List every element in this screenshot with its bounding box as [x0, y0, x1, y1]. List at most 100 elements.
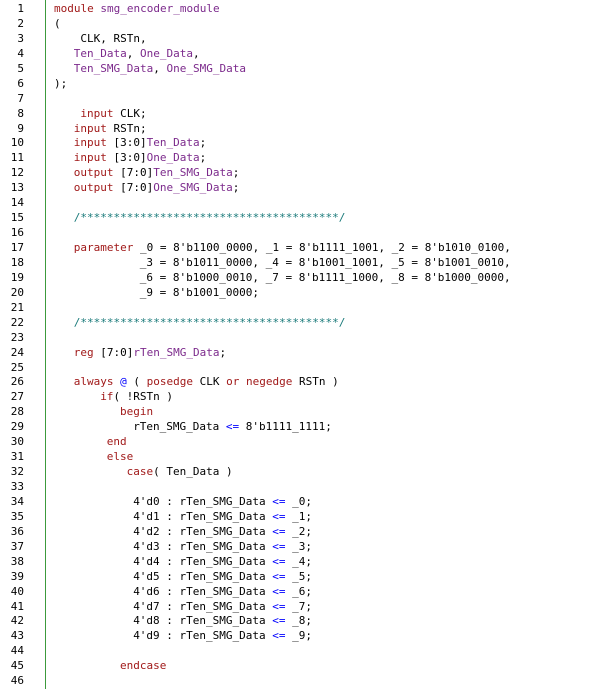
code-line[interactable]: 45 endcase: [0, 659, 604, 674]
line-text: always @ ( posedge CLK or negedge RSTn ): [74, 375, 339, 390]
code-token: Ten_SMG_Data: [153, 166, 233, 180]
code-token: CLK: [193, 375, 227, 389]
line-text: 4'd2 : rTen_SMG_Data <= _2;: [133, 525, 312, 540]
code-line[interactable]: 33: [0, 480, 604, 495]
line-text: 4'd3 : rTen_SMG_Data <= _3;: [133, 540, 312, 555]
code-line[interactable]: 16: [0, 226, 604, 241]
code-token: One_Data: [146, 151, 200, 165]
line-number: 13: [10, 181, 24, 195]
code-token: output: [73, 181, 114, 195]
code-token: RSTn;: [106, 121, 147, 135]
code-line[interactable]: 14: [0, 196, 604, 211]
code-token: 8'b1111_1111;: [239, 420, 332, 434]
code-token: RSTn ): [292, 375, 339, 389]
code-token: One_Data: [140, 46, 194, 60]
code-token: <=: [272, 599, 286, 613]
code-line[interactable]: 46: [0, 674, 604, 689]
line-number: 6: [17, 76, 24, 90]
code-line[interactable]: 22 /*************************************…: [0, 316, 604, 331]
code-line[interactable]: 25: [0, 361, 604, 376]
line-text: 4'd6 : rTen_SMG_Data <= _6;: [133, 585, 312, 600]
code-token: Ten_SMG_Data: [73, 61, 154, 75]
line-text: input RSTn;: [74, 122, 147, 137]
code-line[interactable]: 23: [0, 331, 604, 346]
line-number: 26: [10, 375, 24, 389]
line-text: output [7:0]Ten_SMG_Data;: [74, 166, 240, 181]
line-text: reg [7:0]rTen_SMG_Data;: [74, 346, 226, 361]
line-text: else: [107, 450, 134, 465]
code-token: module: [54, 2, 94, 15]
line-number: 4: [17, 46, 24, 60]
code-token: 4'd4 : rTen_SMG_Data: [133, 554, 273, 568]
code-line[interactable]: 19_6 = 8'b1000_0010, _7 = 8'b1111_1000, …: [0, 271, 604, 286]
line-text: /***************************************…: [74, 316, 346, 331]
line-number: 21: [10, 300, 24, 314]
code-token: _7;: [285, 599, 313, 613]
code-token: _1;: [285, 509, 313, 523]
code-line[interactable]: 26 always @ ( posedge CLK or negedge RSTn…: [0, 375, 604, 390]
code-line[interactable]: 18_3 = 8'b1011_0000, _4 = 8'b1001_1001, …: [0, 256, 604, 271]
code-token: <=: [272, 569, 286, 583]
line-text: case( Ten_Data ): [127, 465, 233, 480]
line-number: 14: [10, 196, 24, 210]
code-line[interactable]: 44: [0, 644, 604, 659]
line-text: endcase: [120, 659, 166, 674]
code-token: if: [100, 390, 114, 404]
code-line[interactable]: 27 if( !RSTn ): [0, 390, 604, 405]
code-line[interactable]: 6);: [0, 77, 604, 92]
code-line[interactable]: 7: [0, 92, 604, 107]
line-text: input [3:0]Ten_Data;: [74, 136, 206, 151]
line-text: _9 = 8'b1001_0000;: [140, 286, 259, 301]
line-text: end: [107, 435, 127, 450]
line-number: 43: [10, 629, 24, 643]
code-line[interactable]: 21: [0, 301, 604, 316]
code-token: ;: [199, 136, 207, 150]
code-token: 4'd9 : rTen_SMG_Data: [133, 629, 273, 643]
line-text: _6 = 8'b1000_0010, _7 = 8'b1111_1000, _8…: [140, 271, 511, 286]
code-line[interactable]: 2(: [0, 17, 604, 32]
line-number: 17: [10, 241, 24, 254]
code-token: smg_encoder_module: [100, 2, 220, 15]
line-number: 22: [10, 315, 24, 329]
line-number: 45: [10, 659, 24, 673]
line-text: input [3:0]One_Data;: [74, 151, 206, 166]
line-number: 39: [10, 569, 24, 583]
code-line[interactable]: 15/*************************************…: [0, 211, 604, 226]
code-token: /***************************************…: [73, 315, 346, 329]
line-text: if( !RSTn ): [100, 390, 173, 405]
line-number: 27: [10, 390, 24, 404]
code-token: ( Ten_Data ): [153, 465, 233, 479]
code-token: ( !RSTn ): [113, 390, 174, 404]
code-line[interactable]: 20_9 = 8'b1001_0000;: [0, 286, 604, 301]
line-number: 29: [10, 420, 24, 434]
